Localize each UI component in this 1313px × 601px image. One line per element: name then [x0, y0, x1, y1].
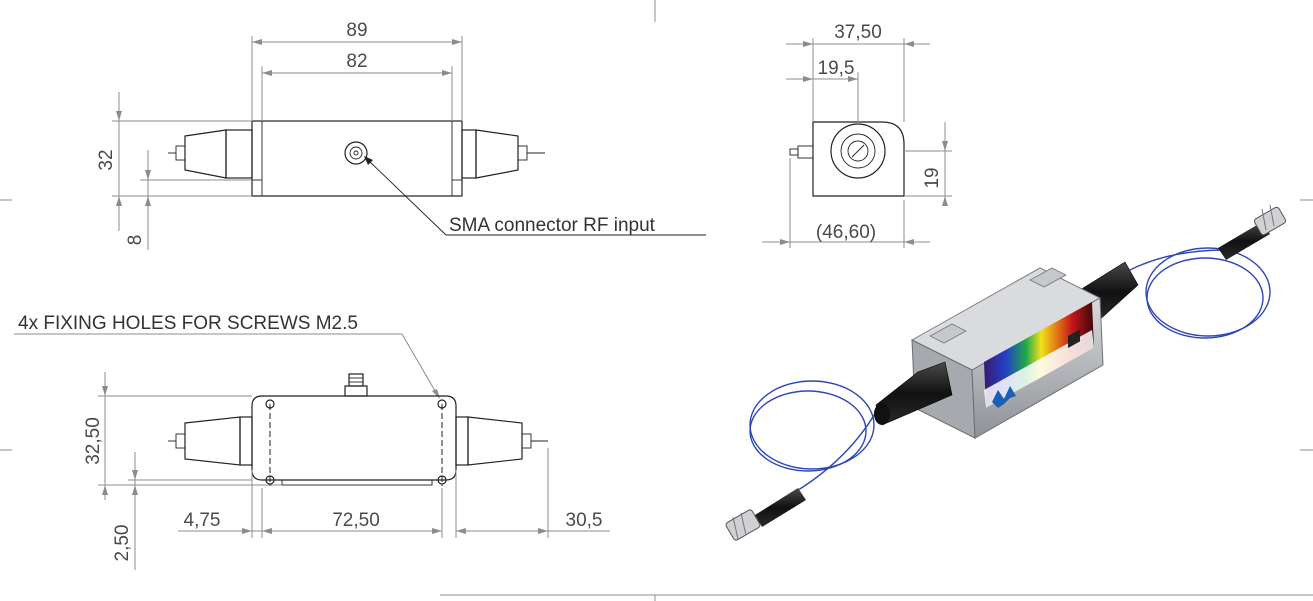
dim-4-75: 4,75 — [184, 510, 221, 531]
dim-89: 89 — [346, 20, 367, 41]
dim-82: 82 — [346, 51, 367, 72]
top-view: SMA connector RF input 89 82 32 8 — [96, 20, 706, 250]
fixing-holes-note: 4x FIXING HOLES FOR SCREWS M2.5 — [18, 313, 358, 334]
dim-30-5: 30,5 — [566, 510, 603, 531]
logo-mark — [992, 386, 1016, 408]
end-view: 37,50 19,5 19 (46,60) — [762, 22, 952, 248]
sma-callout: SMA connector RF input — [449, 215, 656, 236]
dim-46-60: (46,60) — [816, 222, 876, 243]
sma-connector — [344, 141, 368, 165]
fixing-hole — [437, 399, 447, 409]
dim-8: 8 — [125, 235, 146, 246]
fixing-hole — [265, 475, 275, 485]
dim-72-50: 72,50 — [332, 510, 380, 531]
fixing-hole — [265, 399, 275, 409]
fixing-hole — [437, 475, 447, 485]
dim-19: 19 — [922, 167, 943, 188]
fiber-coil-right — [1129, 247, 1271, 339]
fiber-connector-right — [1218, 204, 1287, 260]
product-illustration — [725, 204, 1287, 541]
dim-32-50: 32,50 — [83, 417, 104, 465]
fiber-connector-left — [725, 488, 806, 541]
boot-left — [875, 361, 953, 426]
bottom-view: 4x FIXING HOLES FOR SCREWS M2.5 32 — [14, 313, 610, 570]
dim-37-50: 37,50 — [834, 22, 882, 43]
fiber-coil-left — [749, 380, 881, 496]
dim-19-5: 19,5 — [818, 58, 855, 79]
dim-32: 32 — [96, 149, 117, 170]
dim-2-50: 2,50 — [112, 525, 133, 562]
